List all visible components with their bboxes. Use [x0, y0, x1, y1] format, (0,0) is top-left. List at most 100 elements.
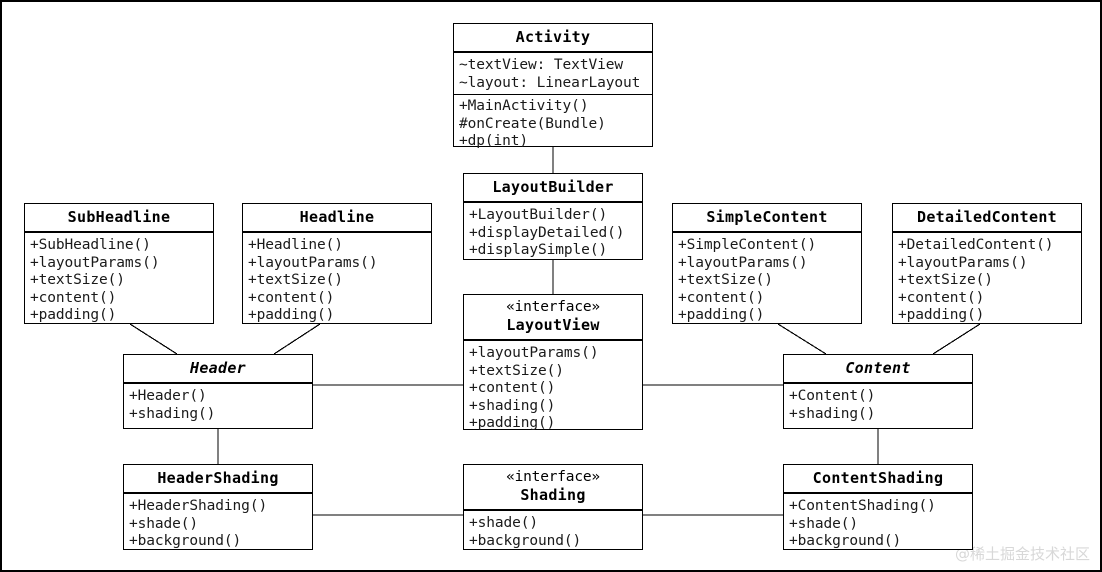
compartment-separator: [464, 202, 642, 204]
class-box-subheadline[interactable]: SubHeadline +SubHeadline() +layoutParams…: [24, 203, 214, 324]
methods-layoutview: +layoutParams() +textSize() +content() +…: [464, 342, 642, 437]
method-item: +shading(): [469, 397, 556, 414]
class-box-headline[interactable]: Headline +Headline() +layoutParams() +te…: [242, 203, 432, 324]
compartment-separator: [464, 340, 642, 342]
method-item: +textSize(): [898, 272, 993, 288]
method-item: +layoutParams(): [678, 254, 808, 271]
method-item: +padding(): [248, 307, 335, 323]
compartment-separator: [124, 383, 312, 385]
method-item: +content(): [469, 380, 556, 396]
class-name-simplecontent: SimpleContent: [706, 208, 828, 226]
method-item: +ContentShading(): [789, 498, 936, 514]
compartment-separator: [673, 232, 861, 234]
method-item: +Content(): [789, 388, 876, 404]
methods-headershading: +HeaderShading() +shade() +background(): [124, 495, 312, 555]
method-item: +SimpleContent(): [678, 237, 817, 253]
method-item: +padding(): [469, 415, 556, 431]
class-box-simplecontent[interactable]: SimpleContent +SimpleContent() +layoutPa…: [672, 203, 862, 324]
method-item: +padding(): [30, 307, 117, 323]
method-item: #onCreate(Bundle): [459, 115, 606, 132]
method-item: +layoutParams(): [30, 254, 160, 271]
class-header-simplecontent: SimpleContent: [673, 204, 861, 232]
method-item: +SubHeadline(): [30, 237, 151, 253]
compartment-separator: [25, 232, 213, 234]
class-name-layoutview: LayoutView: [506, 316, 600, 334]
method-item: +padding(): [678, 307, 765, 323]
method-item: +displaySimple(): [469, 242, 608, 258]
method-item: +shade(): [129, 515, 199, 532]
methods-layoutbuilder: +LayoutBuilder() +displayDetailed() +dis…: [464, 204, 642, 264]
class-box-shading[interactable]: «interface» Shading +shade() +background…: [463, 464, 643, 550]
method-item: +dp(int): [459, 133, 529, 149]
method-item: +layoutParams(): [898, 254, 1028, 271]
class-name-activity: Activity: [515, 28, 591, 46]
attribute-item: ~layout: LinearLayout: [459, 74, 641, 91]
stereotype-label: «interface»: [506, 469, 600, 485]
compartment-separator: [124, 493, 312, 495]
method-item: +MainActivity(): [459, 98, 589, 114]
class-box-contentshading[interactable]: ContentShading +ContentShading() +shade(…: [783, 464, 973, 550]
compartment-separator: [454, 52, 652, 54]
class-header-header: Header: [124, 355, 312, 383]
class-box-content[interactable]: Content +Content() +shading(): [783, 354, 973, 429]
stereotype-label: «interface»: [506, 299, 600, 315]
method-item: +DetailedContent(): [898, 237, 1054, 253]
class-box-headershading[interactable]: HeaderShading +HeaderShading() +shade() …: [123, 464, 313, 550]
methods-activity: +MainActivity() #onCreate(Bundle) +dp(in…: [454, 95, 652, 155]
method-item: +Headline(): [248, 237, 343, 253]
methods-header: +Header() +shading(): [124, 385, 312, 427]
class-name-header: Header: [190, 359, 246, 377]
method-item: +textSize(): [678, 272, 773, 288]
method-item: +shade(): [469, 515, 539, 531]
methods-content: +Content() +shading(): [784, 385, 972, 427]
class-header-headline: Headline: [243, 204, 431, 232]
method-item: +shading(): [789, 405, 876, 422]
method-item: +displayDetailed(): [469, 224, 625, 241]
methods-contentshading: +ContentShading() +shade() +background(): [784, 495, 972, 555]
compartment-separator: [464, 510, 642, 512]
class-header-detailedcontent: DetailedContent: [893, 204, 1081, 232]
edge-simplecontent-content: [777, 323, 827, 355]
method-item: +content(): [678, 289, 765, 306]
class-box-activity[interactable]: Activity ~textView: TextView ~layout: Li…: [453, 23, 653, 149]
edge-subheadline-header: [129, 323, 178, 355]
compartment-separator: [243, 232, 431, 234]
class-name-headline: Headline: [299, 208, 375, 226]
class-header-subheadline: SubHeadline: [25, 204, 213, 232]
attributes-activity: ~textView: TextView ~layout: LinearLayou…: [454, 54, 652, 95]
method-item: +textSize(): [469, 362, 564, 379]
method-item: +textSize(): [248, 272, 343, 288]
method-item: +content(): [898, 289, 985, 306]
class-header-content: Content: [784, 355, 972, 383]
methods-simplecontent: +SimpleContent() +layoutParams() +textSi…: [673, 234, 861, 329]
method-item: +shade(): [789, 515, 859, 532]
class-name-subheadline: SubHeadline: [67, 208, 171, 226]
class-header-shading: «interface» Shading: [464, 465, 642, 510]
edge-headline-header: [273, 323, 321, 355]
attribute-item: ~textView: TextView: [459, 57, 623, 73]
compartment-separator: [784, 383, 972, 385]
method-item: +shading(): [129, 405, 216, 422]
watermark-text: @稀土掘金技术社区: [954, 545, 1090, 563]
method-item: +background(): [789, 533, 902, 549]
class-box-detailedcontent[interactable]: DetailedContent +DetailedContent() +layo…: [892, 203, 1082, 324]
methods-shading: +shade() +background(): [464, 512, 642, 554]
class-box-layoutview[interactable]: «interface» LayoutView +layoutParams() +…: [463, 294, 643, 431]
method-item: +Header(): [129, 388, 207, 404]
methods-headline: +Headline() +layoutParams() +textSize() …: [243, 234, 431, 329]
method-item: +HeaderShading(): [129, 498, 268, 514]
class-name-headershading: HeaderShading: [157, 469, 279, 487]
class-box-header[interactable]: Header +Header() +shading(): [123, 354, 313, 429]
method-item: +layoutParams(): [248, 254, 378, 271]
methods-detailedcontent: +DetailedContent() +layoutParams() +text…: [893, 234, 1081, 329]
class-header-contentshading: ContentShading: [784, 465, 972, 493]
class-name-shading: Shading: [520, 486, 586, 504]
class-name-detailedcontent: DetailedContent: [917, 208, 1057, 226]
edge-detailedcontent-content: [932, 323, 981, 355]
class-box-layoutbuilder[interactable]: LayoutBuilder +LayoutBuilder() +displayD…: [463, 173, 643, 260]
class-header-activity: Activity: [454, 24, 652, 52]
class-name-content: Content: [845, 359, 911, 377]
method-item: +background(): [469, 532, 582, 549]
method-item: +layoutParams(): [469, 345, 599, 361]
